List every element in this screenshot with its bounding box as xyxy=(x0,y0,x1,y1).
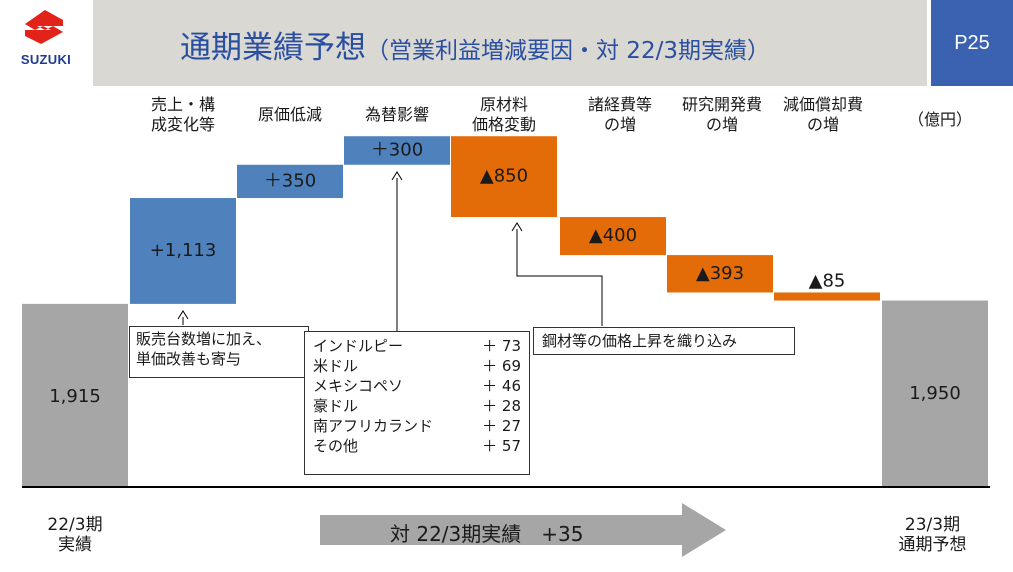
category-label-depreciation: 減価償却費 の増 xyxy=(782,95,863,134)
logo-wordmark: SUZUKI xyxy=(20,52,72,67)
note-materials: 鋼材等の価格上昇を織り込み xyxy=(533,327,795,355)
bar-step xyxy=(344,136,450,165)
suzuki-s-icon xyxy=(25,10,63,44)
suzuki-logo: SUZUKI xyxy=(0,0,88,86)
title-main: 通期業績予想 xyxy=(180,30,366,66)
bar-end xyxy=(882,300,988,486)
data-label-step: ＋300 xyxy=(371,139,423,160)
data-label-step: ＋350 xyxy=(264,170,316,191)
bar-step xyxy=(451,136,557,218)
data-label-step: +1,113 xyxy=(150,240,217,261)
data-label-end: 1,950 xyxy=(909,383,961,404)
unit-label: （億円） xyxy=(907,110,972,129)
bar-step xyxy=(130,198,236,304)
data-label-start: 1,915 xyxy=(49,386,101,407)
note-sales: 販売台数増に加え、 単価改善も寄与 xyxy=(129,326,309,378)
category-label-fx: 為替影響 xyxy=(364,105,429,124)
fx-item: その他＋ 57 xyxy=(313,437,521,455)
summary-text: 対 22/3期実績 +35 xyxy=(390,522,584,546)
data-label-step: ▲850 xyxy=(480,166,528,187)
category-label-sales: 売上・構 成変化等 xyxy=(150,95,215,134)
bar-step xyxy=(237,164,343,199)
summary-arrow xyxy=(320,503,726,557)
fx-item: インドルピー＋ 73 xyxy=(313,337,521,355)
title-bar xyxy=(93,0,927,86)
title-subtitle: （営業利益増減要因・対 22/3期実績） xyxy=(366,38,770,64)
bar-step xyxy=(667,255,773,293)
bar-start xyxy=(22,303,128,486)
page-number: P25 xyxy=(931,0,1013,86)
footer-label-start: 22/3期 実績 xyxy=(47,515,103,555)
category-label-rnd: 研究開発費 の増 xyxy=(681,95,762,134)
fx-item: 米ドル＋ 69 xyxy=(313,357,521,375)
category-label-materials: 原材料 価格変動 xyxy=(471,95,536,134)
arrow-materials xyxy=(516,229,603,326)
bar-step xyxy=(560,217,666,256)
arrow-fx-head xyxy=(391,171,403,181)
data-label-step: ▲393 xyxy=(696,263,744,284)
fx-item: 南アフリカランド＋ 27 xyxy=(313,417,521,435)
note-fx-breakdown: インドルピー＋ 73 米ドル＋ 69 メキシコペソ＋ 46 豪ドル＋ 28 南ア… xyxy=(304,331,530,475)
category-label-cost-reduction: 原価低減 xyxy=(257,105,322,124)
arrow-sales-head xyxy=(177,310,189,320)
bar-step xyxy=(774,292,880,301)
fx-item: メキシコペソ＋ 46 xyxy=(313,377,521,395)
footer-label-end: 23/3期 通期予想 xyxy=(898,515,967,555)
arrow-materials-head xyxy=(511,222,523,232)
data-label-step: ▲85 xyxy=(809,270,846,291)
data-label-step: ▲400 xyxy=(589,225,637,246)
fx-item: 豪ドル＋ 28 xyxy=(313,397,521,415)
category-label-expenses: 諸経費等 の増 xyxy=(587,95,652,134)
page-title: 通期業績予想（営業利益増減要因・対 22/3期実績） xyxy=(180,22,770,67)
